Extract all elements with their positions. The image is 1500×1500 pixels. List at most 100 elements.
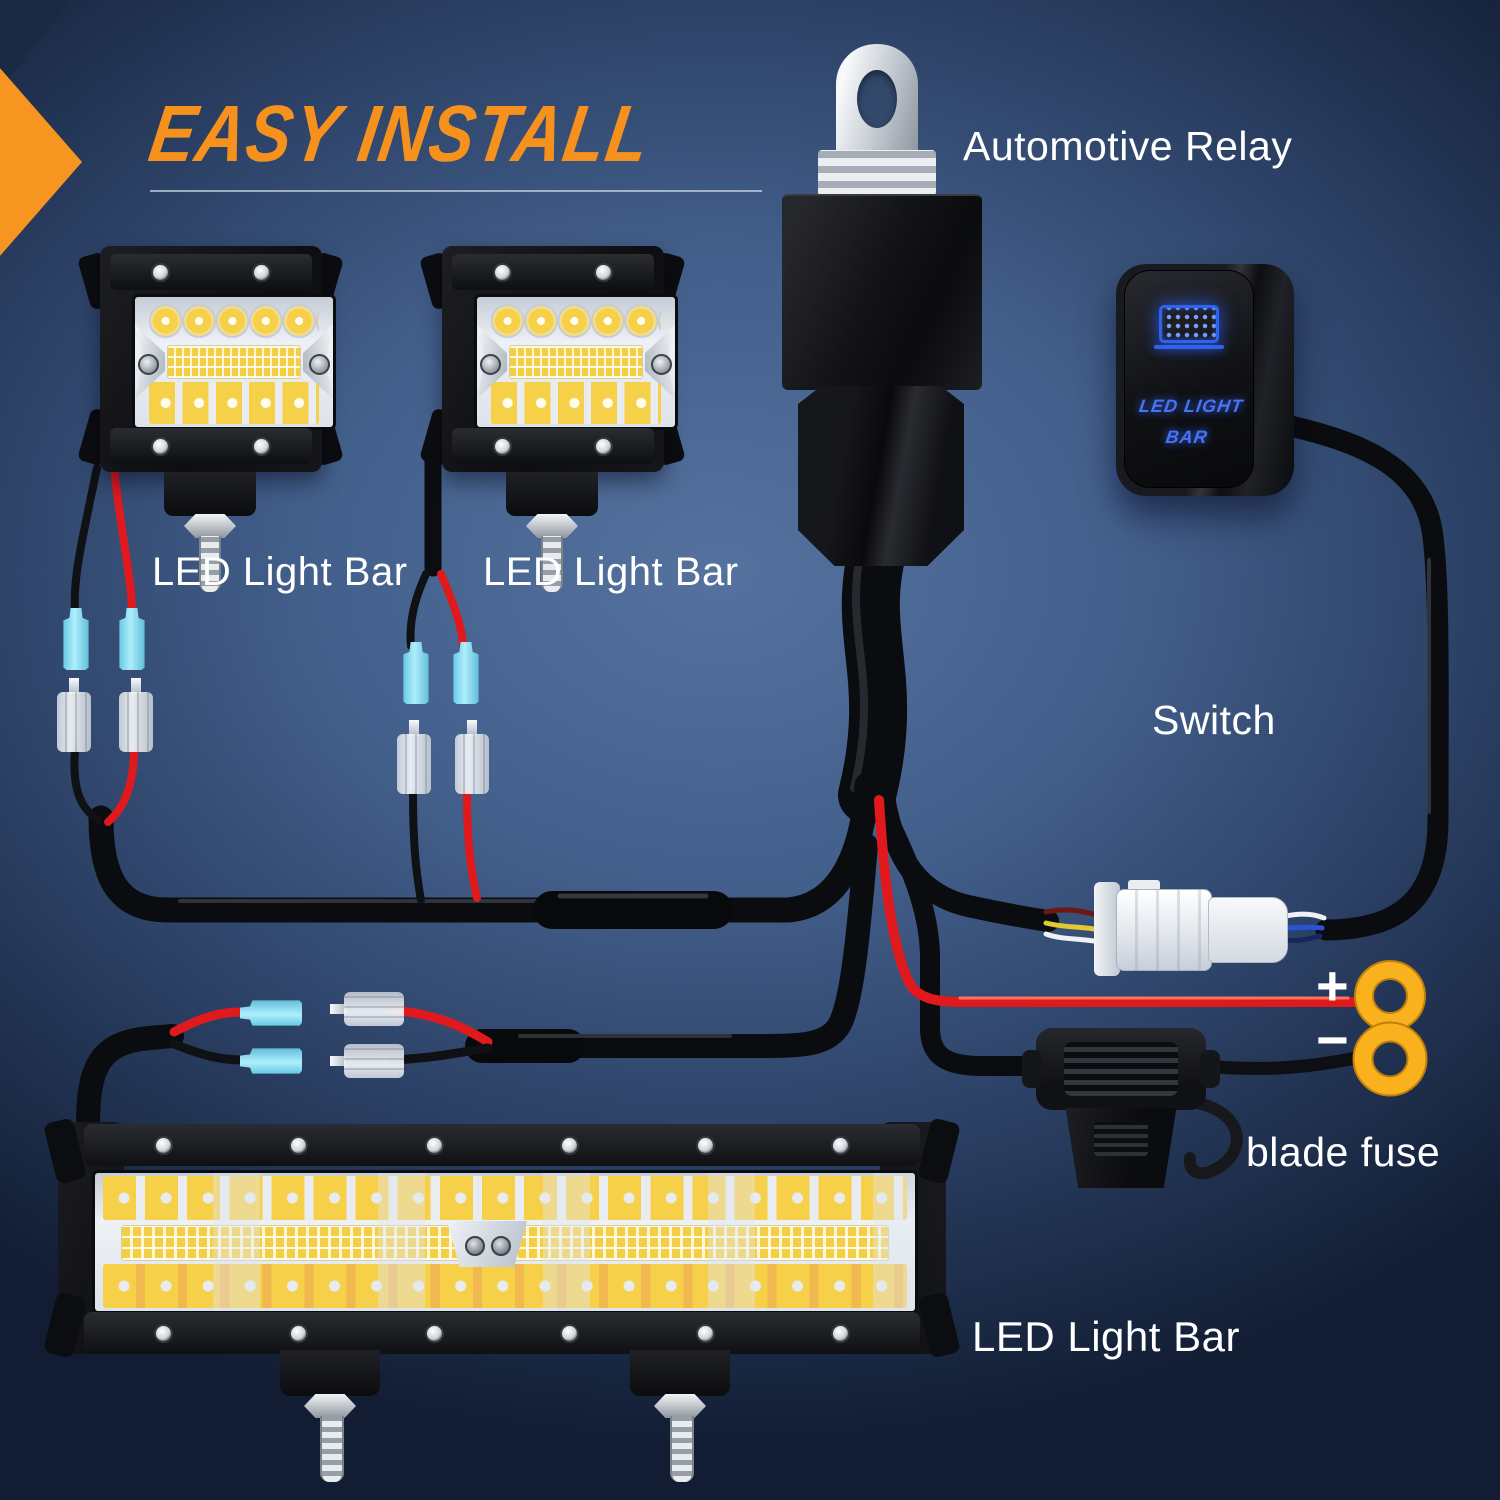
harness-cables (76, 413, 1449, 1140)
fuse-holder-ridges (1064, 1042, 1178, 1096)
bar-bottom-rail (84, 1312, 920, 1354)
hex-nut-icon (184, 514, 236, 538)
screw-icon (830, 1323, 850, 1343)
spade-connector-clear-male (57, 678, 91, 752)
screw-icon (289, 1323, 309, 1343)
mount-bolt (199, 536, 221, 592)
screw-icon (154, 1135, 173, 1155)
led-row-bottom (491, 382, 661, 424)
label-negative: − (1316, 1008, 1349, 1071)
hex-nut-icon (526, 514, 578, 538)
pod-top-rail (452, 254, 654, 290)
mount-bolt (541, 536, 563, 592)
mount-bolt (320, 1416, 344, 1482)
screw-icon (594, 436, 613, 456)
led-row-top (149, 300, 319, 342)
label-positive: + (1316, 954, 1349, 1017)
screw-icon (830, 1135, 850, 1155)
plug-female-housing (1116, 889, 1212, 971)
bar-mount-block (630, 1350, 730, 1396)
plug-latch (1128, 880, 1160, 891)
pod-lens (132, 294, 336, 430)
relay-mount-bracket (836, 44, 918, 162)
screw-icon (138, 354, 159, 375)
screw-icon (289, 1135, 309, 1155)
label-switch: Switch (1152, 697, 1276, 743)
pod-lens (474, 294, 678, 430)
fuse-feed-cable (864, 780, 1056, 1076)
bracket-hole-icon (857, 70, 897, 128)
pod-mount-block (164, 472, 256, 516)
blade-fuse-holder (1022, 1028, 1236, 1192)
pods-feed-cable (88, 772, 880, 923)
title-underline (150, 190, 762, 192)
ring-terminal-positive-icon (1354, 960, 1426, 1032)
screw-icon (309, 354, 330, 375)
bar-lens (92, 1170, 918, 1314)
relay-socket (798, 386, 964, 566)
screw-icon (560, 1135, 580, 1155)
spade-connector-clear-male (455, 720, 489, 794)
screw-icon (493, 436, 512, 456)
screw-icon (560, 1323, 580, 1343)
bar-top-rail (84, 1124, 920, 1166)
led-pod-left (77, 246, 344, 606)
hex-nut-icon (654, 1394, 706, 1418)
relay-harness-sleeve (838, 516, 908, 824)
led-light-bar-large (58, 1122, 946, 1486)
led-row-top (491, 300, 661, 342)
screw-icon (695, 1135, 715, 1155)
corner-diamond-icon (0, 68, 82, 256)
screw-icon (252, 436, 271, 456)
bottom-bar-cable (477, 833, 878, 1058)
spade-connector-clear-male (330, 992, 404, 1026)
screw-icon (695, 1323, 715, 1343)
label-led-pod-right: LED Light Bar (483, 550, 739, 594)
mount-bolt (670, 1416, 694, 1482)
spade-connector-clear-male (330, 1044, 404, 1078)
pod-top-rail (110, 254, 312, 290)
switch-face: LED LIGHT BAR (1124, 270, 1254, 488)
screw-icon (151, 262, 170, 282)
light-bar-icon (1154, 305, 1224, 349)
pod-bottom-rail (110, 428, 312, 464)
led-strip-middle (509, 345, 643, 379)
pod-right-wires (406, 449, 481, 904)
screw-icon (154, 1323, 173, 1343)
pod-housing (442, 246, 678, 472)
corner-triangle-icon (0, 0, 70, 90)
ground-wire-black (1197, 1051, 1363, 1075)
rocker-switch: LED LIGHT BAR (1116, 264, 1294, 496)
spade-connector-clear-male (397, 720, 431, 794)
plug-flange (1094, 882, 1120, 976)
screw-icon (465, 1236, 485, 1256)
quick-connect-plug (1094, 880, 1294, 976)
pod-left-wires (70, 464, 138, 826)
label-led-bar-bottom: LED Light Bar (972, 1313, 1240, 1360)
ring-terminal-negative-icon (1352, 1021, 1428, 1097)
plug-male-housing (1208, 897, 1288, 963)
led-row-bottom (149, 382, 319, 424)
spade-connector-clear-male (119, 678, 153, 752)
screw-icon (651, 354, 672, 375)
switch-cable (1271, 413, 1449, 941)
screw-icon (424, 1323, 444, 1343)
label-blade-fuse: blade fuse (1246, 1129, 1441, 1175)
pod-housing (100, 246, 336, 472)
led-pod-right (419, 246, 686, 606)
screw-icon (151, 436, 170, 456)
led-row-bottom (103, 1264, 907, 1308)
fuse-holder-body (1065, 1108, 1177, 1188)
fuse-holder-strap (1183, 1096, 1243, 1180)
led-row-top (103, 1176, 907, 1220)
screw-icon (252, 262, 271, 282)
pod-bottom-rail (452, 428, 654, 464)
pod-mount-block (506, 472, 598, 516)
relay-bracket-clamp (818, 150, 936, 196)
bottom-bar-wires (169, 1005, 493, 1065)
bar-mount-block (280, 1350, 380, 1396)
screw-icon (480, 354, 501, 375)
